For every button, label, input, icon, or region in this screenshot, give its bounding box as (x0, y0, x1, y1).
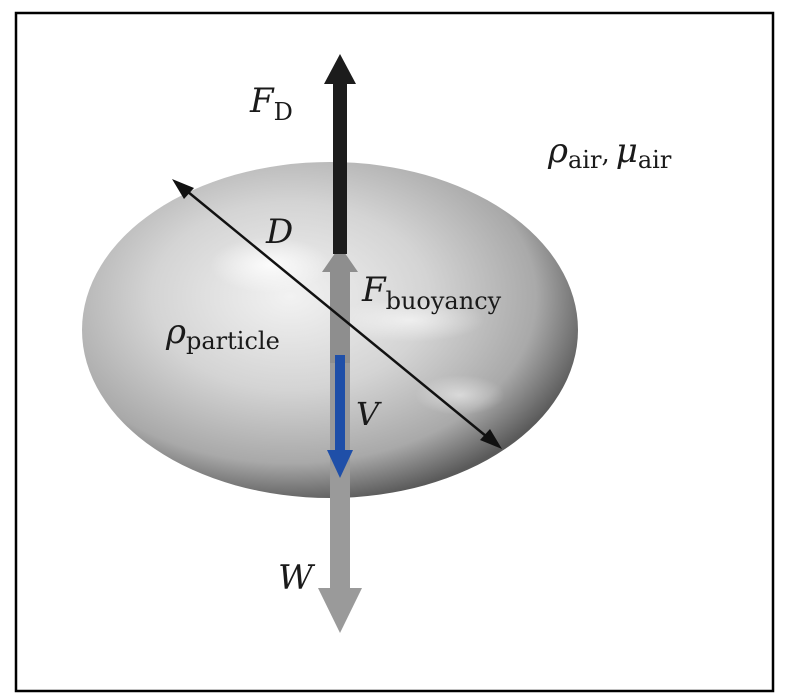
velocity-arrow (327, 355, 353, 478)
buoyancy-force-label: Fbuoyancy (361, 270, 502, 315)
diameter-label: D (265, 212, 293, 252)
diameter-line (172, 179, 502, 449)
particle-density-label: ρparticle (165, 312, 280, 355)
fluid-properties-label: ρair,μair (547, 131, 672, 174)
drag-force-arrow (324, 54, 356, 254)
velocity-label: V (356, 395, 382, 433)
weight-label: W (278, 558, 316, 598)
drag-force-label: FD (249, 81, 293, 126)
